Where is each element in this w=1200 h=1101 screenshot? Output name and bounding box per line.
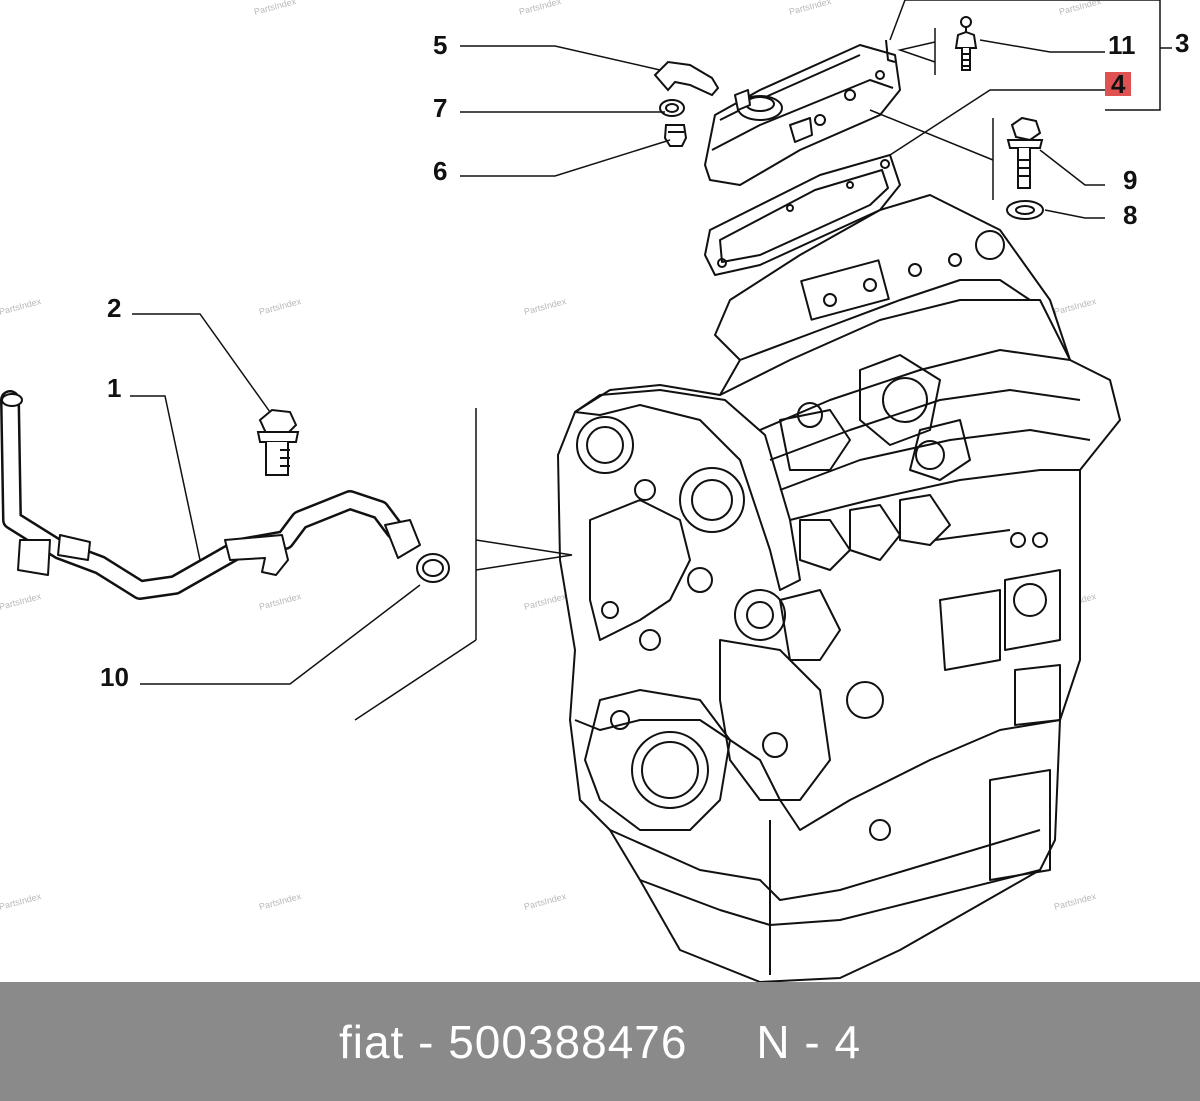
fitting-part-6-drawing <box>663 124 688 147</box>
gasket-drawing <box>704 154 901 276</box>
part-info-text: fiat - 500388476 N - 4 <box>339 1015 861 1069</box>
oring-part-10-drawing <box>416 553 450 583</box>
separator: - <box>418 1015 435 1068</box>
watermark: PartsIndex <box>1058 0 1103 17</box>
callout-1: 1 <box>107 373 121 403</box>
watermark: PartsIndex <box>253 0 298 17</box>
engine-block-drawing <box>557 194 1121 982</box>
watermark: PartsIndex <box>0 591 43 612</box>
brand-name: fiat <box>338 1015 405 1068</box>
pipe-part-1-drawing <box>0 390 421 600</box>
watermark: PartsIndex <box>523 891 568 912</box>
hose-part-5-drawing <box>653 60 720 97</box>
watermark: PartsIndex <box>0 891 43 912</box>
callout-6: 6 <box>433 156 447 186</box>
callout-11: 11 <box>1108 30 1136 60</box>
watermark: PartsIndex <box>1053 891 1098 912</box>
watermark: PartsIndex <box>523 296 568 317</box>
callout-5: 5 <box>433 30 447 60</box>
watermark: PartsIndex <box>258 296 303 317</box>
part-info-footer: fiat - 500388476 N - 4 <box>0 982 1200 1101</box>
washer-part-8-drawing <box>1006 200 1044 220</box>
callout-8: 8 <box>1123 200 1137 230</box>
bolt-part-9-drawing <box>1006 116 1044 189</box>
watermark: PartsIndex <box>518 0 563 17</box>
watermark: PartsIndex <box>258 591 303 612</box>
bolt-part-2-drawing <box>256 408 300 476</box>
callout-3: 3 <box>1175 28 1189 58</box>
callout-4: 4 <box>1111 69 1126 99</box>
watermark: PartsIndex <box>1053 296 1098 317</box>
clip-part-7-drawing <box>659 99 685 117</box>
exploded-parts-diagram: PartsIndex PartsIndex PartsIndex PartsIn… <box>0 0 1189 982</box>
callout-labels: 1 2 3 4 5 6 7 8 9 10 11 <box>100 28 1189 692</box>
callout-2: 2 <box>107 293 121 323</box>
watermark: PartsIndex <box>523 591 568 612</box>
callout-7: 7 <box>433 93 447 123</box>
part-number: 500388476 <box>448 1015 688 1068</box>
sensor-part-11-drawing <box>954 16 978 71</box>
callout-4-highlight <box>1105 72 1131 96</box>
leader-lines <box>130 0 1172 685</box>
explode-brackets <box>354 28 994 721</box>
valve-cover-drawing <box>704 39 901 186</box>
watermark: PartsIndex <box>0 296 43 317</box>
watermark: PartsIndex <box>788 0 833 17</box>
callout-9: 9 <box>1123 165 1137 195</box>
callout-10: 10 <box>100 662 129 692</box>
watermark: PartsIndex <box>258 891 303 912</box>
position-label: N - 4 <box>756 1015 862 1068</box>
